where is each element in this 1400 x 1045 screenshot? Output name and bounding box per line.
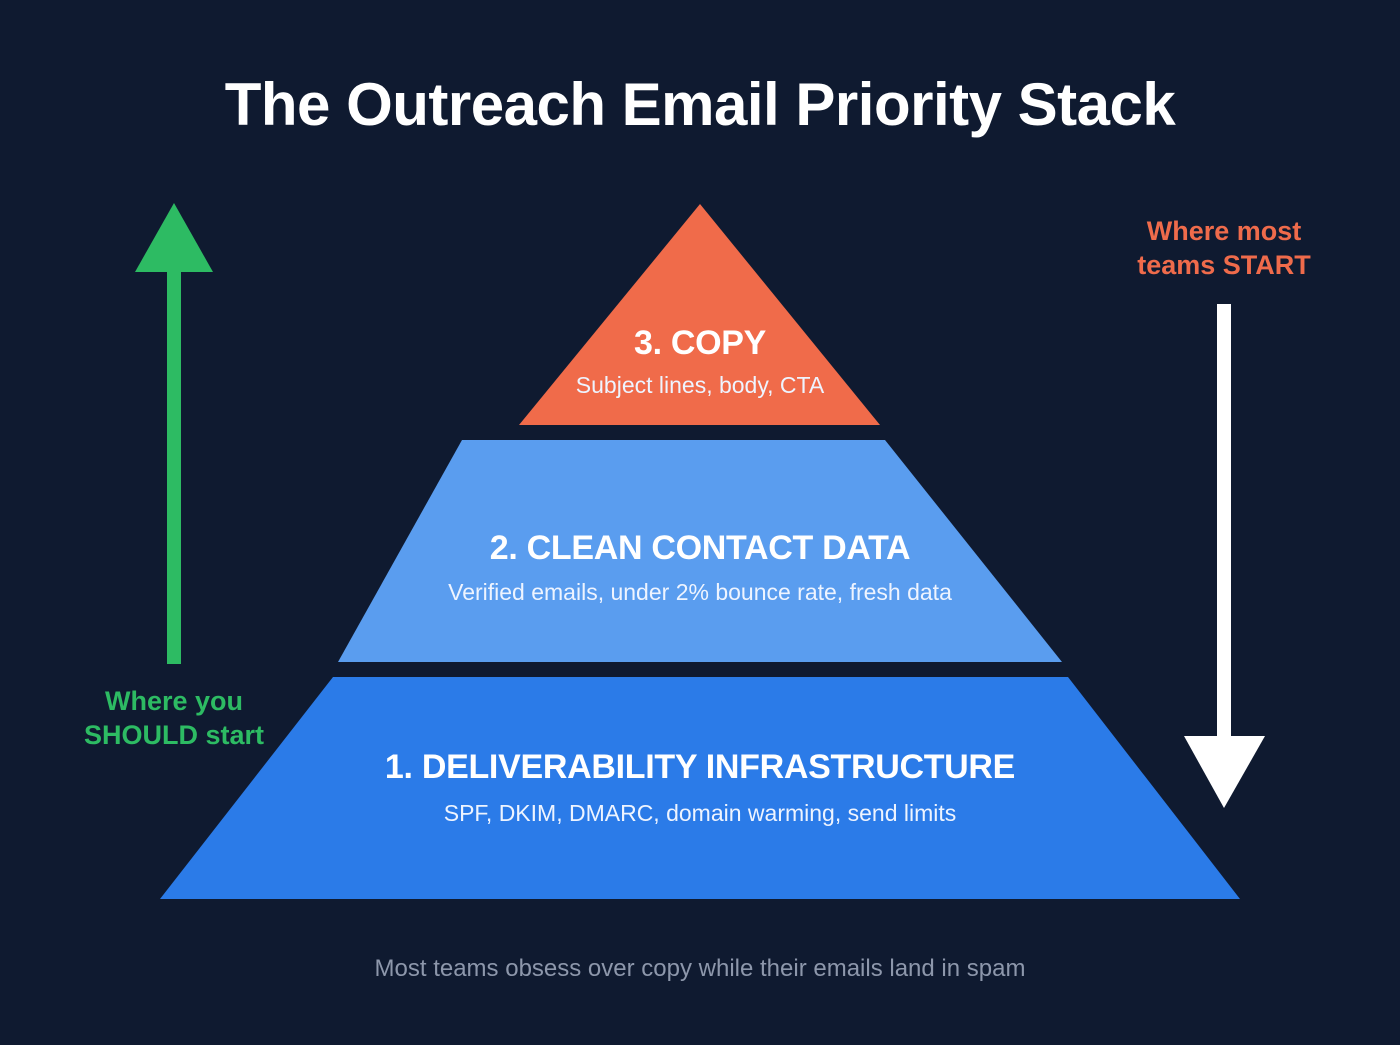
most-teams-line2: teams START: [1137, 250, 1311, 280]
tier-clean-data: 2. CLEAN CONTACT DATA Verified emails, u…: [350, 527, 1050, 609]
down-arrow-icon: [1184, 304, 1265, 808]
tier-copy-description: Subject lines, body, CTA: [575, 372, 825, 398]
should-start-line1: Where you: [104, 686, 244, 716]
tier-infrastructure-description: SPF, DKIM, DMARC, domain warming, send l…: [443, 800, 957, 826]
most-teams-start-label: Where most teams START: [1104, 214, 1344, 282]
tier-infrastructure: 1. DELIVERABILITY INFRASTRUCTURE SPF, DK…: [250, 746, 1150, 830]
footer-caption: Most teams obsess over copy while their …: [374, 955, 1026, 982]
up-arrow-icon: [135, 203, 213, 664]
tier-copy-shape: [519, 204, 880, 425]
should-start-label: Where you SHOULD start: [54, 684, 294, 752]
page-title: The Outreach Email Priority Stack: [224, 71, 1176, 138]
tier-copy-label: 3. COPY: [633, 324, 767, 362]
tier-copy: 3. COPY Subject lines, body, CTA: [500, 322, 900, 402]
tier-infrastructure-shape: [160, 677, 1240, 899]
tier-infrastructure-label: 1. DELIVERABILITY INFRASTRUCTURE: [384, 748, 1016, 786]
most-teams-line1: Where most: [1146, 216, 1302, 246]
should-start-line2: SHOULD start: [83, 720, 265, 750]
tier-clean-data-label: 2. CLEAN CONTACT DATA: [489, 529, 911, 567]
tier-clean-data-shape: [338, 440, 1062, 662]
tier-clean-data-description: Verified emails, under 2% bounce rate, f…: [448, 579, 952, 605]
